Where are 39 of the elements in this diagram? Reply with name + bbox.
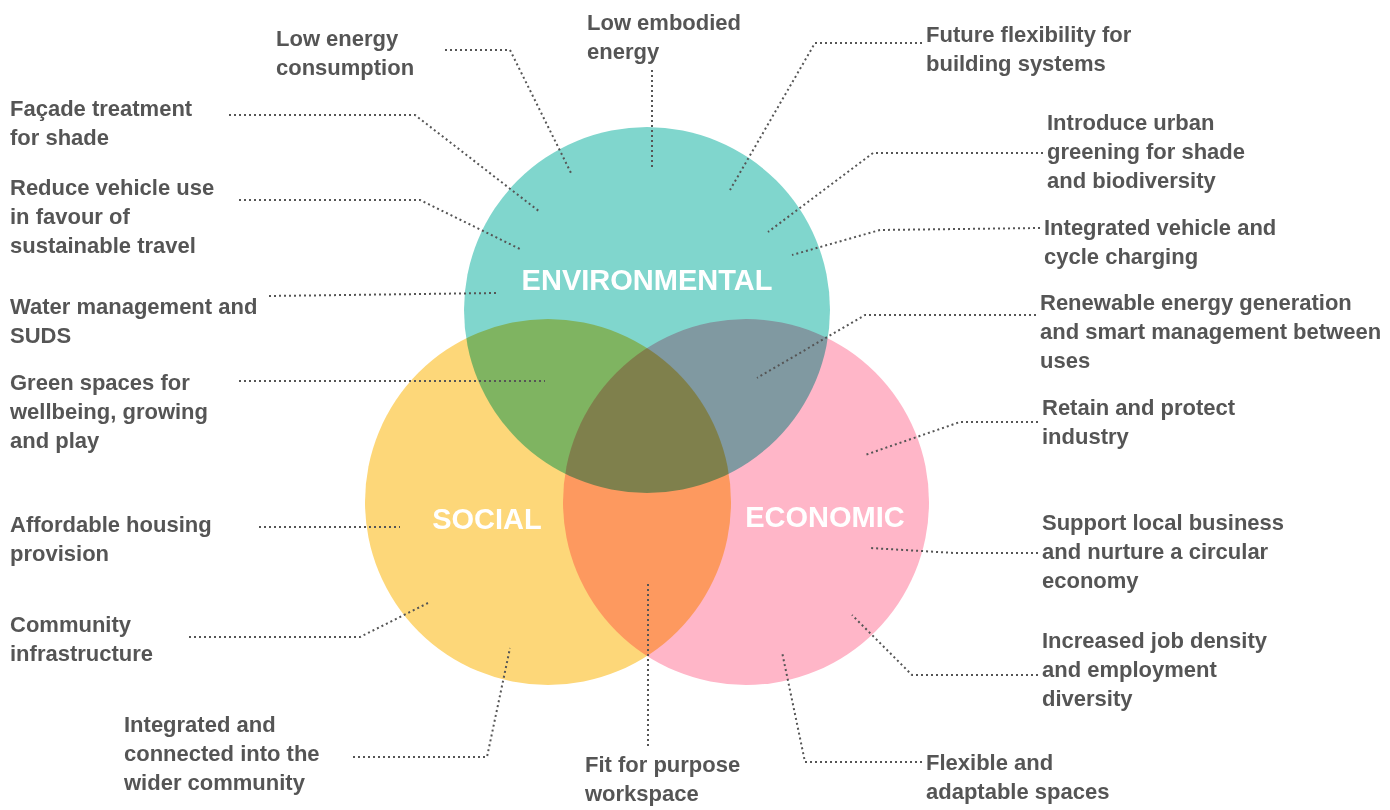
leader-line (756, 314, 1037, 379)
leader-line (268, 292, 498, 297)
label-text: Flexible and adaptable spaces (926, 748, 1146, 806)
label-text: Introduce urban greening for shade and biodiversity (1047, 108, 1282, 195)
leader-line (228, 114, 541, 213)
leader-line (238, 380, 546, 382)
label-text: Community infrastructure (10, 610, 185, 668)
label-text: Renewable energy generation and smart management between uses (1040, 288, 1385, 375)
label-text: Low embodied energy (587, 8, 772, 66)
leader-line (767, 152, 1044, 233)
label-text: Low energy consumption (276, 24, 441, 82)
label-text: Façade treatment for shade (10, 94, 225, 152)
leader-line (781, 651, 923, 763)
leader-line (647, 582, 649, 747)
label-text: Integrated vehicle and cycle charging (1044, 213, 1279, 271)
label-text: Integrated and connected into the wider community (124, 710, 349, 797)
label-text: Green spaces for wellbeing, growing and play (10, 368, 235, 455)
leader-line (851, 614, 1039, 676)
leader-line (864, 421, 1039, 456)
leader-line (352, 647, 511, 758)
label-text: Affordable housing provision (10, 510, 255, 568)
leader-line (444, 49, 573, 176)
label-text: Retain and protect industry (1042, 393, 1242, 451)
label-text: Support local business and nurture a circular economy (1042, 508, 1317, 595)
circle-title: ECONOMIC (745, 500, 905, 536)
leader-line (869, 547, 1039, 554)
label-text: Increased job density and employment diversity (1042, 626, 1307, 713)
circle-title: ENVIRONMENTAL (521, 263, 773, 299)
label-text: Reduce vehicle use in favour of sustainable travel (10, 173, 235, 260)
circle-title: SOCIAL (432, 502, 542, 538)
leader-line (258, 526, 401, 528)
label-text: Water management and SUDS (10, 292, 265, 350)
leader-line (188, 601, 431, 638)
label-text: Fit for purpose workspace (585, 750, 770, 808)
label-text: Future flexibility for building systems (926, 20, 1171, 78)
leader-line (238, 199, 523, 251)
leader-line (791, 227, 1041, 256)
leader-line (651, 69, 653, 169)
leader-line (729, 42, 923, 191)
